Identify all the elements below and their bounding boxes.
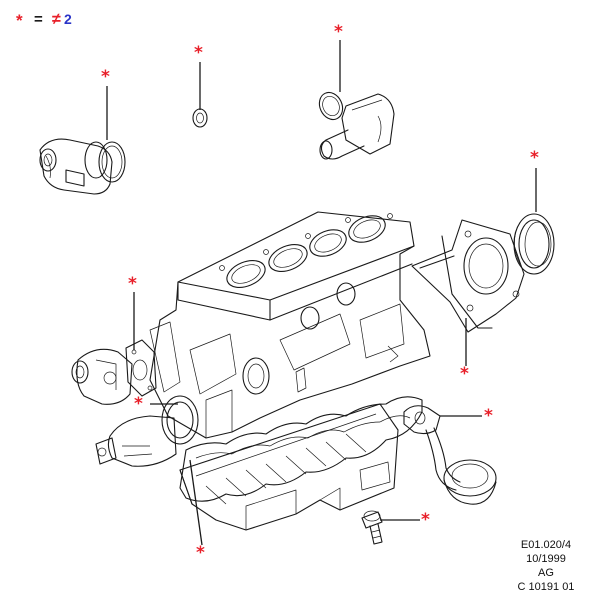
marker-water-pump-gasket: * xyxy=(128,274,137,294)
marker-coolant-outlet: * xyxy=(334,22,343,42)
oil-seal-ring-icon xyxy=(192,108,208,128)
marker-rear-seal-carrier: * xyxy=(460,364,469,384)
marker-small-seal: * xyxy=(194,43,203,63)
drawing-reference-block: E01.020/4 10/1999 AG C 10191 01 xyxy=(506,538,586,594)
oil-pan-icon xyxy=(179,403,399,531)
coolant-outlet-elbow-icon xyxy=(318,91,395,160)
leader-lines xyxy=(106,40,537,546)
oil-pickup-tube-icon xyxy=(403,405,497,505)
marker-thermostat-housing: * xyxy=(101,67,110,87)
thermostat-housing-icon xyxy=(39,138,126,195)
drain-plug-icon xyxy=(361,510,383,545)
drawing-number: C 10191 01 xyxy=(517,581,575,593)
legend-not-equal: ≠ xyxy=(52,11,61,28)
drawing-group: AG xyxy=(538,567,554,579)
legend-number: 2 xyxy=(64,11,72,27)
marker-water-pump-seal: * xyxy=(134,394,143,414)
marker-oil-pickup: * xyxy=(484,406,493,426)
marker-rear-oil-seal: * xyxy=(530,148,539,168)
water-pump-icon xyxy=(95,395,199,467)
oil-pump-icon xyxy=(71,348,133,405)
rear-seal-carrier-gasket-icon xyxy=(411,219,525,333)
marker-drain-plug: * xyxy=(421,510,430,530)
water-pump-gasket-icon xyxy=(125,339,157,397)
legend-asterisk: * xyxy=(16,11,23,30)
drawing-reference-code: E01.020/4 xyxy=(520,539,572,551)
drawing-date: 10/1999 xyxy=(526,553,566,565)
crankshaft-rear-oil-seal-icon xyxy=(513,213,555,275)
engine-block-icon xyxy=(149,211,431,439)
legend-equals: = xyxy=(34,11,43,28)
marker-oil-pan-gasket: * xyxy=(196,543,205,563)
